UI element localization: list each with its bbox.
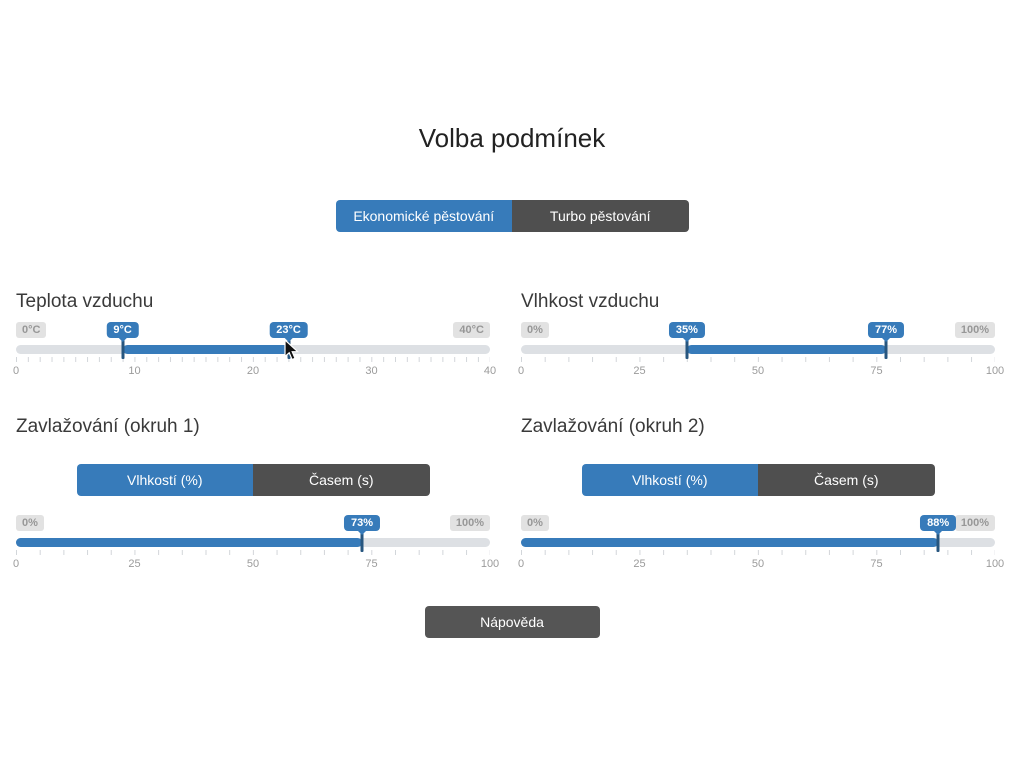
tick-label: 10 — [128, 364, 141, 377]
tick-label: 100 — [480, 557, 500, 570]
tick-label: 25 — [633, 364, 646, 377]
slider-max-label: 100% — [954, 514, 995, 531]
slider-value-tooltip: 9°C — [106, 321, 139, 342]
slider-max-label: 40°C — [453, 321, 490, 338]
mode-option-economic[interactable]: Ekonomické pěstování — [335, 199, 512, 232]
tick-label: 100 — [985, 557, 1005, 570]
slider-value-tooltip: 73% — [344, 514, 381, 535]
slider-value-tooltip: 88% — [920, 514, 957, 535]
slider-scale: 0 25 50 75 100 — [12, 549, 499, 572]
tick-label: 75 — [365, 557, 378, 570]
section-temperature: Teplota vzduchu 0°C 40°C 9°C 23°C 0 10 20 30… — [12, 290, 496, 379]
tick-label: 0 — [12, 557, 20, 570]
circuit1-slider: 0% 100% 73% 0 25 50 75 100 — [12, 512, 499, 572]
help-button[interactable]: Nápověda — [424, 605, 600, 638]
circuit2-mode-toggle: Vlhkostí (%) Časem (s) — [581, 463, 935, 496]
slider-scale: 0 25 50 75 100 — [517, 356, 1004, 379]
tick-label: 0 — [12, 364, 20, 377]
slider-tooltip-row: 0% 100% 35% 77% — [521, 319, 995, 342]
tick-label: 75 — [870, 557, 883, 570]
tick-label: 50 — [246, 557, 260, 570]
tick-label: 100 — [985, 364, 1005, 377]
slider-handle[interactable] — [884, 339, 888, 359]
tick-label: 25 — [633, 557, 646, 570]
slider-track[interactable] — [521, 339, 995, 359]
slider-max-label: 100% — [954, 321, 995, 338]
tick-label: 30 — [365, 364, 378, 377]
section-irrigation-circuit-1: Zavlažování (okruh 1) Vlhkostí (%) Časem… — [12, 415, 499, 572]
tick-label: 50 — [751, 557, 765, 570]
temperature-slider: 0°C 40°C 9°C 23°C 0 10 20 30 40 — [12, 319, 496, 379]
section-heading: Teplota vzduchu — [16, 290, 154, 312]
slider-min-label: 0°C — [16, 321, 47, 338]
slider-min-label: 0% — [521, 321, 549, 338]
circuit2-option-time[interactable]: Časem (s) — [758, 463, 935, 496]
section-irrigation-circuit-2: Zavlažování (okruh 2) Vlhkostí (%) Časem… — [517, 415, 1004, 572]
slider-fill — [122, 344, 289, 354]
mouse-cursor — [284, 338, 300, 366]
slider-scale: 0 10 20 30 40 — [12, 356, 496, 379]
slider-scale: 0 25 50 75 100 — [517, 549, 1004, 572]
page-title: Volba podmínek — [418, 123, 606, 153]
section-heading: Zavlažování (okruh 2) — [521, 415, 705, 437]
mode-toggle: Ekonomické pěstování Turbo pěstování — [335, 199, 689, 232]
humidity-slider: 0% 100% 35% 77% 0 25 50 75 100 — [517, 319, 1004, 379]
slider-fill — [521, 537, 939, 547]
tick-label: 75 — [870, 364, 883, 377]
slider-track[interactable] — [16, 339, 490, 359]
circuit2-option-humidity[interactable]: Vlhkostí (%) — [581, 463, 758, 496]
tick-label: 25 — [128, 557, 141, 570]
tick-label: 40 — [483, 364, 497, 377]
slider-value-tooltip: 77% — [867, 321, 904, 342]
slider-fill — [686, 344, 886, 354]
slider-handle[interactable] — [360, 532, 364, 552]
tick-label: 50 — [751, 364, 765, 377]
slider-value-tooltip: 23°C — [269, 321, 308, 342]
tick-label: 20 — [246, 364, 260, 377]
slider-track[interactable] — [16, 532, 490, 552]
slider-handle[interactable] — [685, 339, 689, 359]
slider-track[interactable] — [521, 532, 995, 552]
section-heading: Zavlažování (okruh 1) — [16, 415, 200, 437]
slider-min-label: 0% — [521, 514, 549, 531]
mode-option-turbo[interactable]: Turbo pěstování — [512, 199, 689, 232]
settings-grid: Teplota vzduchu 0°C 40°C 9°C 23°C 0 10 20 30… — [0, 291, 1024, 572]
slider-max-label: 100% — [449, 514, 490, 531]
slider-value-tooltip: 35% — [668, 321, 705, 342]
circuit2-slider: 0% 100% 88% 0 25 50 75 100 — [517, 512, 1004, 572]
slider-tooltip-row: 0°C 40°C 9°C 23°C — [16, 319, 490, 342]
section-heading: Vlhkost vzduchu — [521, 290, 660, 312]
tick-label: 0 — [517, 364, 525, 377]
slider-tooltip-row: 0% 100% 88% — [521, 512, 995, 535]
circuit1-mode-toggle: Vlhkostí (%) Časem (s) — [76, 463, 430, 496]
slider-min-label: 0% — [16, 514, 44, 531]
slider-fill — [16, 537, 363, 547]
circuit1-option-humidity[interactable]: Vlhkostí (%) — [76, 463, 253, 496]
slider-handle[interactable] — [936, 532, 940, 552]
slider-tooltip-row: 0% 100% 73% — [16, 512, 490, 535]
circuit1-option-time[interactable]: Časem (s) — [253, 463, 430, 496]
tick-label: 0 — [517, 557, 525, 570]
slider-handle[interactable] — [121, 339, 125, 359]
section-humidity: Vlhkost vzduchu 0% 100% 35% 77% 0 25 50 75 10… — [517, 290, 1004, 379]
